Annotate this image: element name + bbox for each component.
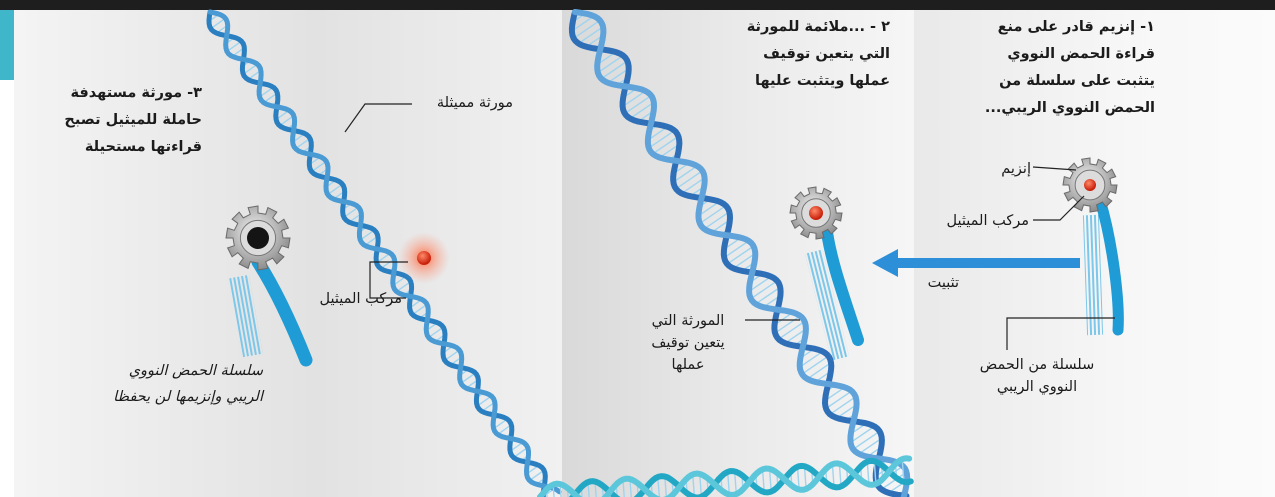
rna-strand-step2 [805,225,858,361]
rna-strand-label-line1: سلسلة من الحمض [977,354,1097,376]
methyl-group-icon [417,251,431,265]
step3-line2: حاملة للميثيل تصبح [12,107,202,134]
helix3-rung [413,304,428,314]
note-line2: الريبي وإنزيمها لن يحفظا [33,384,263,410]
helix3-rung [461,373,476,383]
target-gene-label-line1: المورثة التي [633,310,743,332]
helix2-rung [779,321,805,339]
helix3-rung [211,18,226,28]
target-gene-label-line2: يتعين توقيف [633,332,743,354]
step2-line2: التي يتعين توقيف [700,41,890,68]
methyl-ball-step3 [247,227,269,249]
helix2-rung [574,20,600,38]
note-caption: سلسلة الحمض النووي الريبي وإنزيمها لن يح… [33,358,263,410]
helix2-rung [601,61,627,79]
helix2-rung [653,136,679,153]
step1-line4: الحمض النووي الريبي... [965,95,1155,122]
rna-strand-step1 [1083,200,1118,335]
helix2-rung [802,356,828,374]
helix3-rung [344,207,359,217]
helix2-rung [676,171,702,189]
target-gene-label-line3: عملها [633,354,743,376]
step2-caption: ٢ - ...ملائمة للمورثة التي يتعين توقيف ع… [700,14,890,95]
rna-strand-label: سلسلة من الحمض النووي الريبي [977,354,1097,398]
helix2-rung [853,431,879,449]
helix3-rung [296,138,311,148]
binding-arrow [872,249,1080,277]
helix2-rung [727,246,753,264]
note-line1: سلسلة الحمض النووي [33,358,263,384]
step2-line1: ٢ - ...ملائمة للمورثة [700,14,890,41]
step1-line3: يتثبت على سلسلة من [965,68,1155,95]
binding-label: تثبيت [928,272,959,294]
target-gene-label: المورثة التي يتعين توقيف عملها [633,310,743,376]
helix2-rung [826,391,852,408]
helix2-rung [700,206,726,224]
helix2-rung [830,397,856,414]
helix2-rung [649,131,675,148]
step1-line1: ١- إنزيم قادر على منع [965,14,1155,41]
helix3-rung [529,470,544,480]
methyl-ball-step2 [809,206,823,220]
helix3-rung [227,41,242,51]
methyl-ball-step1 [1084,179,1096,191]
step1-line2: قراءة الحمض النووي [965,41,1155,68]
rna-strand-label-line2: النووي الريبي [977,376,1097,398]
helix2-rung [751,281,777,299]
rna-strand-step3 [229,262,306,360]
helix2-rung [775,316,800,333]
helix2-rung [598,56,623,73]
step3-line1: ٣- مورثة مستهدفة [12,80,202,107]
helix3-rung [429,327,444,337]
helix3-rung [445,350,460,360]
enzyme-label: إنزيم [1001,158,1031,180]
step2-line3: عملها ويتثبت عليها [700,68,890,95]
helix3-rung [328,184,343,194]
helix3-rung [312,161,327,171]
step1-caption: ١- إنزيم قادر على منع قراءة الحمض النووي… [965,14,1155,122]
dna-helix-bottom [540,458,911,497]
methyl-group-label-1: مركب الميثيل [947,210,1029,232]
helix2-rung [704,212,729,229]
step3-line3: قراءتها مستحيلة [12,134,202,161]
methylated-gene-label: مورثة مميثلة [437,92,513,114]
step3-caption: ٣- مورثة مستهدفة حاملة للميثيل تصبح قراء… [12,80,202,161]
helix2-rung [625,96,651,114]
methyl-group-label-3: مركب الميثيل [320,288,402,310]
